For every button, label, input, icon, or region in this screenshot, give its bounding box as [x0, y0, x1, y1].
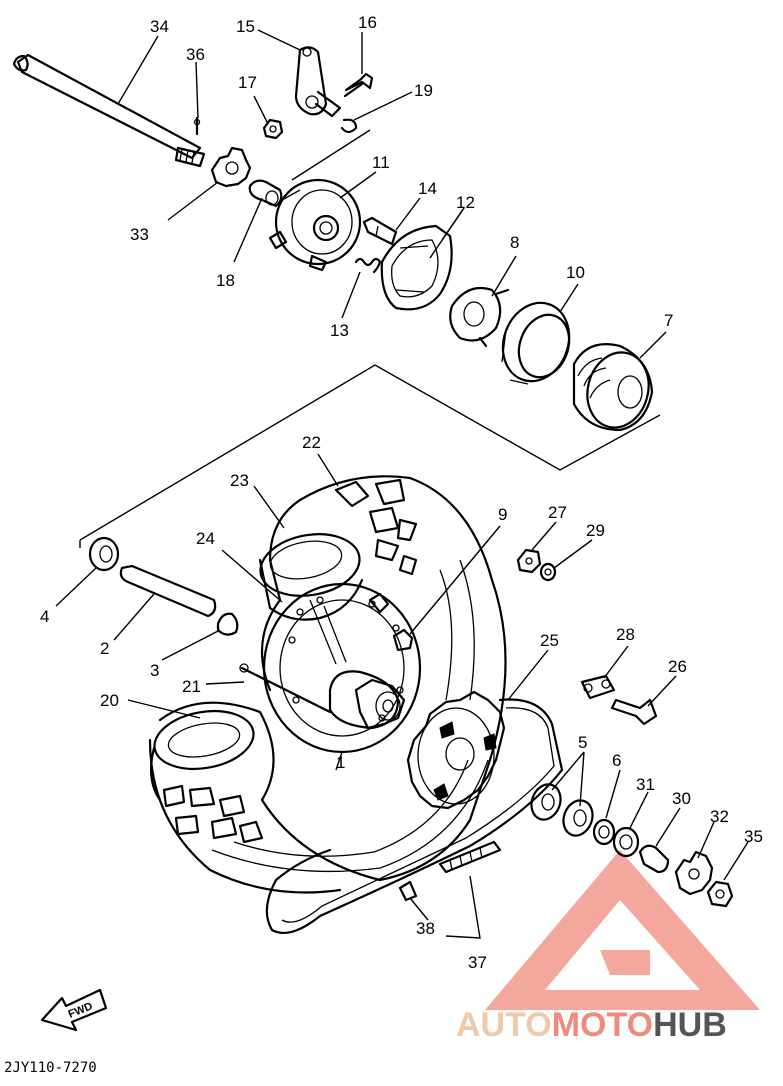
callout-28: 28	[616, 625, 635, 644]
callout-13: 13	[330, 321, 349, 340]
callout-36: 36	[186, 45, 205, 64]
part-28-adjuster	[580, 674, 616, 700]
part-36-cotter-pin	[193, 116, 201, 136]
part-34-axle	[12, 53, 206, 168]
part-38-chain-joint	[398, 880, 418, 902]
watermark-auto: AUTO	[456, 1006, 552, 1044]
callout-4: 4	[40, 607, 49, 626]
part-20-tire	[158, 475, 507, 882]
callout-7: 7	[664, 311, 673, 330]
svg-text:AUTOMOTOHUB: AUTOMOTOHUB	[456, 1006, 727, 1044]
callout-30: 30	[672, 789, 691, 808]
callout-11: 11	[372, 153, 390, 172]
callout-14: 14	[418, 179, 437, 198]
watermark-hub: HUB	[653, 1006, 727, 1044]
part-9-nuts	[368, 592, 414, 652]
callout-29: 29	[586, 521, 605, 540]
callout-1: 1	[336, 753, 345, 772]
part-1-hub	[328, 670, 406, 730]
part-12-brake-shoes	[380, 224, 453, 311]
part-8-flange	[449, 286, 510, 348]
part-14-pin	[362, 216, 398, 246]
leader-lines	[55, 29, 749, 939]
callout-5: 5	[578, 733, 587, 752]
callout-19: 19	[414, 81, 433, 100]
part-17-nut	[262, 118, 284, 140]
part-15-brake-lever	[294, 46, 342, 118]
part-35-nut	[706, 880, 734, 908]
part-23-tire-section	[258, 533, 364, 621]
part-5-bearings	[530, 783, 594, 837]
callout-27: 27	[548, 503, 567, 522]
callout-12: 12	[456, 193, 475, 212]
part-33-sprocket	[210, 146, 252, 188]
part-7-hub-drum	[572, 343, 654, 432]
assembly-guide-lines	[79, 129, 661, 548]
wheel-assembly	[148, 475, 507, 894]
part-37-chain	[265, 698, 564, 934]
callout-35: 35	[744, 827, 763, 846]
part-10-drum-ring	[501, 301, 571, 385]
callout-6: 6	[612, 751, 621, 770]
callout-15: 15	[236, 17, 255, 36]
callout-37: 37	[468, 953, 487, 972]
callout-23: 23	[230, 471, 249, 490]
part-24-spokes	[309, 599, 347, 665]
callout-16: 16	[358, 13, 377, 32]
callout-25: 25	[540, 631, 559, 650]
callout-24: 24	[196, 529, 215, 548]
part-21-bolt	[239, 663, 332, 714]
part-19-clip	[340, 118, 358, 134]
part-3-collar	[216, 612, 239, 636]
callout-31: 31	[636, 775, 655, 794]
part-25-rear-sprocket	[406, 690, 506, 810]
callout-9: 9	[498, 505, 507, 524]
part-32-sprocket	[674, 850, 714, 896]
callout-21: 21	[182, 677, 201, 696]
part-26-bolt	[610, 698, 658, 726]
part-13-spring	[354, 257, 382, 274]
part-29-washer	[539, 562, 557, 582]
callout-18: 18	[216, 271, 235, 290]
callout-26: 26	[668, 657, 687, 676]
callout-33: 33	[130, 225, 149, 244]
callout-32: 32	[710, 807, 729, 826]
callout-38: 38	[416, 919, 435, 938]
callout-22: 22	[302, 433, 321, 452]
callout-2: 2	[100, 639, 109, 658]
watermark-text: AUTOMOTOHUB	[456, 1006, 727, 1044]
watermark-logo	[485, 850, 760, 1010]
fwd-arrow-icon: FWD	[40, 988, 108, 1032]
part-27-nut	[516, 548, 542, 574]
part-18-collar	[248, 179, 283, 208]
part-31-collar	[612, 826, 640, 858]
watermark-triangle-icon	[485, 850, 760, 1010]
callout-10: 10	[566, 263, 585, 282]
part-6-oil-seal	[592, 818, 616, 846]
part-11-brake-plate	[268, 178, 362, 272]
callout-3: 3	[150, 661, 159, 680]
diagram-code: 2JY110-7270	[4, 1060, 97, 1076]
watermark-moto: MOTO	[552, 1006, 653, 1044]
part-20-tire-section	[149, 709, 255, 802]
part-4-bearing	[88, 536, 120, 572]
callout-8: 8	[510, 233, 519, 252]
part-2-spacer	[119, 564, 217, 618]
callout-labels: 34 36 15 16 17 19 11 14 12 33 18 13 8 10…	[40, 13, 763, 972]
part-30-spacer	[638, 844, 670, 874]
callout-20: 20	[100, 691, 119, 710]
callout-17: 17	[238, 73, 257, 92]
callout-34: 34	[150, 17, 169, 36]
part-16-bolt	[343, 72, 374, 98]
